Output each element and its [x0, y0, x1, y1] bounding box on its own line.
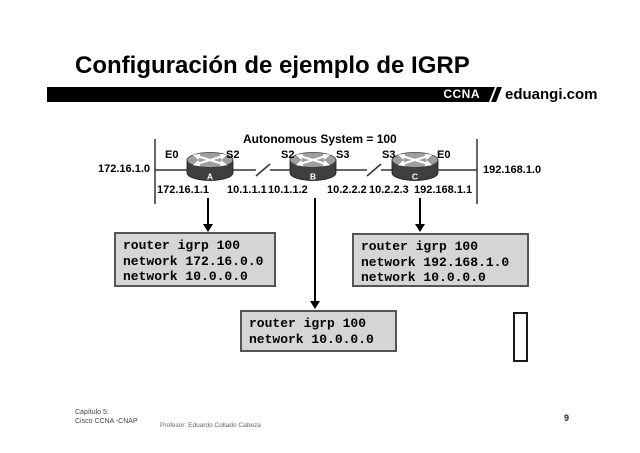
address-label: 10.2.2.2 — [327, 184, 367, 196]
page-number: 9 — [564, 413, 570, 423]
interface-label-s2-b: S2 — [281, 149, 295, 161]
page-title: Configuración de ejemplo de IGRP — [75, 52, 470, 79]
footer-chapter: Capítulo 5: Cisco CCNA -CNAP — [75, 409, 138, 426]
address-label: 10.2.2.3 — [369, 184, 409, 196]
address-label: 172.16.1.1 — [157, 184, 209, 196]
address-label: 192.168.1.1 — [414, 184, 473, 196]
config-line: router igrp 100 — [249, 316, 367, 331]
brand-bar: CCNA — [47, 87, 495, 102]
config-box-router-a: router igrp 100 network 172.16.0.0 netwo… — [114, 232, 276, 287]
config-line: network 192.168.1.0 — [361, 254, 510, 270]
ccna-label: CCNA — [443, 87, 480, 101]
brand-site-label: eduangi.com — [505, 86, 598, 103]
config-arrow-c — [415, 198, 425, 232]
serial-zigzag-icon — [255, 163, 271, 177]
config-arrow-b — [310, 198, 320, 309]
interface-label-e0-a: E0 — [165, 149, 179, 161]
interface-label-s2-a: S2 — [226, 149, 240, 161]
router-c-label: C — [412, 172, 418, 182]
router-a-label: A — [207, 172, 213, 182]
interface-label-e0-c: E0 — [437, 149, 451, 161]
config-line: network 10.0.0.0 — [123, 269, 248, 284]
config-arrow-a — [203, 198, 213, 232]
config-box-router-b: router igrp 100 network 10.0.0.0 — [240, 310, 397, 352]
footer-chapter-line1: Capítulo 5: — [75, 409, 109, 416]
footer-chapter-line2: Cisco CCNA -CNAP — [75, 417, 138, 425]
left-network-address: 172.16.1.0 — [98, 163, 150, 175]
config-line: network 10.0.0.0 — [361, 270, 486, 285]
footer-professor: Profesor: Eduardo Collado Cabeza — [160, 422, 261, 429]
right-network-address: 192.168.1.0 — [483, 164, 542, 176]
empty-placeholder-box — [513, 312, 528, 362]
autonomous-system-label: Autonomous System = 100 — [243, 132, 397, 146]
config-line: router igrp 100 — [361, 239, 479, 254]
config-line: network 172.16.0.0 — [123, 253, 264, 269]
config-box-router-c: router igrp 100 network 192.168.1.0 netw… — [352, 233, 529, 287]
interface-label-s3-b: S3 — [336, 149, 350, 161]
router-b-label: B — [310, 172, 316, 182]
address-label: 10.1.1.1 — [227, 184, 267, 196]
serial-zigzag-icon — [366, 163, 382, 177]
config-line: router igrp 100 — [123, 238, 241, 253]
interface-label-s3-c: S3 — [382, 149, 396, 161]
address-label: 10.1.1.2 — [268, 184, 308, 196]
config-line: network 10.0.0.0 — [249, 331, 374, 347]
